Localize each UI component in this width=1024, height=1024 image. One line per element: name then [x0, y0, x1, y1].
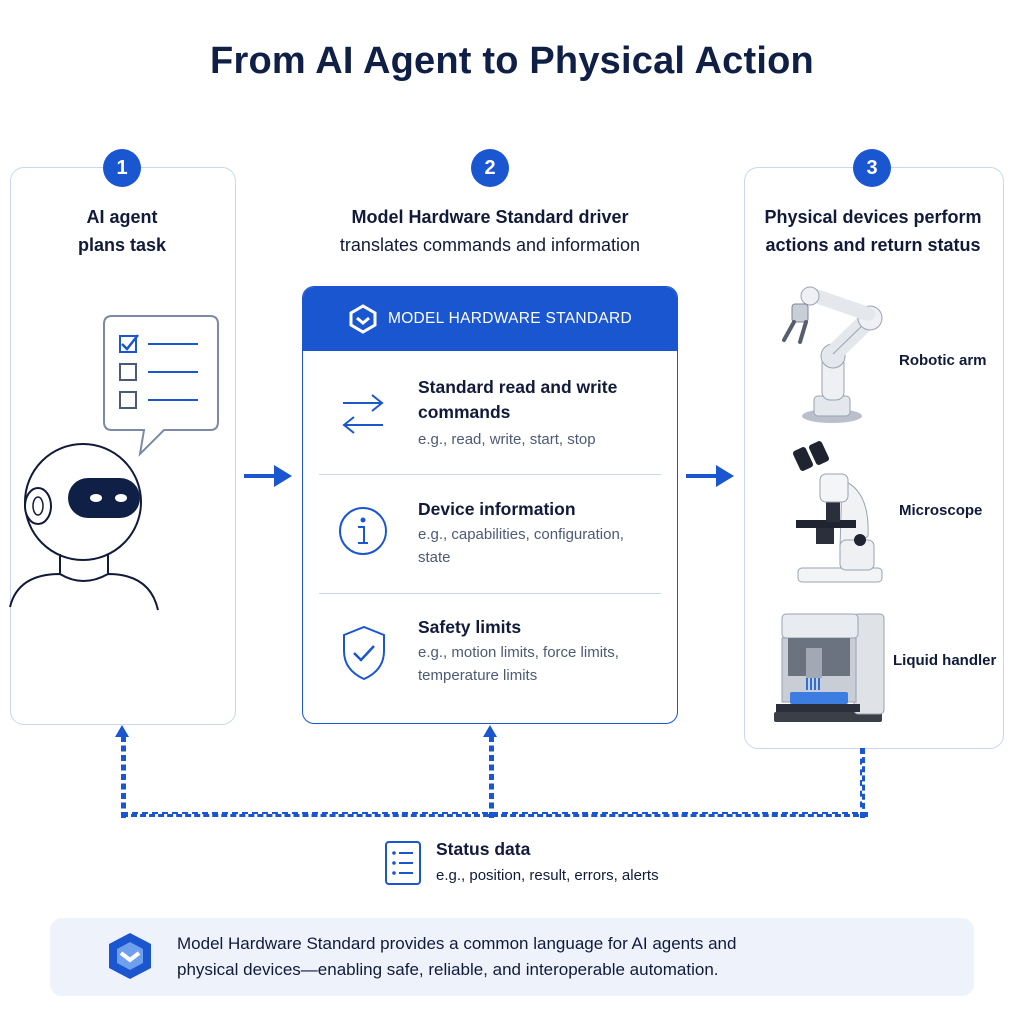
- card-header-label: MODEL HARDWARE STANDARD: [387, 310, 632, 327]
- row-device-info-sub-line1: e.g., capabilities, configuration,: [418, 526, 624, 543]
- step-1-line1: AI agent: [86, 207, 158, 227]
- row-commands-sub: e.g., read, write, start, stop: [418, 431, 596, 448]
- ai-agent-illustration: [9, 315, 219, 611]
- row-safety-title: Safety limits: [418, 617, 522, 637]
- shield-check-icon: [343, 625, 385, 681]
- step-2-line2: translates commands and information: [339, 235, 641, 255]
- step-3-line1: Physical devices perform: [764, 207, 982, 227]
- card-header: MODEL HARDWARE STANDARD: [303, 287, 677, 351]
- row-commands-title-line2: commands: [418, 402, 511, 422]
- row-commands: Standard read and write commands e.g., r…: [303, 351, 677, 475]
- mhs-logo-icon: [109, 933, 151, 979]
- summary-note-line1: Model Hardware Standard provides a commo…: [177, 934, 737, 953]
- row-commands-title: Standard read and write commands: [418, 375, 617, 425]
- row-safety-sub-line1: e.g., motion limits, force limits,: [418, 644, 619, 661]
- feedback-line-middle: [489, 736, 494, 818]
- status-sub: e.g., position, result, errors, alerts: [436, 867, 659, 884]
- row-safety-limits: Safety limits e.g., motion limits, force…: [303, 594, 677, 722]
- row-device-info-title: Device information: [418, 499, 576, 519]
- card-divider: [319, 474, 661, 475]
- status-title: Status data: [436, 839, 531, 859]
- step-2-title: Model Hardware Standard driver translate…: [280, 203, 700, 259]
- task-checklist-bubble-icon: [103, 315, 219, 457]
- step-3-line2: actions and return status: [765, 235, 981, 255]
- step-2-line1: Model Hardware Standard driver: [351, 207, 629, 227]
- feedback-line-left: [121, 736, 126, 818]
- robot-head-icon: [9, 443, 159, 611]
- arrow-right-icon: [244, 465, 292, 487]
- device-label-microscope: Microscope: [899, 502, 983, 519]
- step-1-line2: plans task: [77, 235, 167, 255]
- device-label-liquid-handler: Liquid handler: [893, 652, 997, 669]
- model-hardware-standard-card: MODEL HARDWARE STANDARD Standard read an…: [302, 286, 678, 724]
- row-safety-sub: e.g., motion limits, force limits, tempe…: [418, 641, 619, 687]
- arrow-right-icon: [686, 465, 734, 487]
- feedback-line-horizontal: [122, 812, 868, 817]
- robotic-arm-icon: [782, 286, 883, 423]
- mhs-logo-icon: [349, 304, 377, 334]
- arrow-up-icon: [115, 725, 129, 737]
- row-device-info-sub-line2: state: [418, 549, 451, 566]
- row-device-info-sub: e.g., capabilities, configuration, state: [418, 523, 624, 569]
- microscope-icon: [792, 441, 883, 583]
- card-divider: [319, 593, 661, 594]
- step-3-title: Physical devices perform actions and ret…: [744, 203, 1002, 259]
- step-1-title: AI agent plans task: [10, 203, 234, 259]
- arrow-up-icon: [483, 725, 497, 737]
- document-list-icon: [385, 841, 421, 885]
- agent-panel: [10, 167, 236, 725]
- step-number-2: 2: [471, 149, 509, 187]
- step-number-3: 3: [853, 149, 891, 187]
- arrows-exchange-icon: [342, 394, 384, 434]
- summary-note-line2: physical devices—enabling safe, reliable…: [177, 960, 719, 979]
- page-title: From AI Agent to Physical Action: [210, 40, 814, 82]
- summary-note-text: Model Hardware Standard provides a commo…: [177, 931, 736, 983]
- liquid-handler-icon: [774, 613, 885, 722]
- info-icon: [339, 507, 387, 555]
- device-label-robotic-arm: Robotic arm: [899, 352, 987, 369]
- step-number-1: 1: [103, 149, 141, 187]
- summary-note: [50, 918, 974, 996]
- feedback-line-right: [860, 748, 865, 818]
- row-commands-title-line1: Standard read and write: [418, 377, 618, 397]
- row-device-info: Device information e.g., capabilities, c…: [303, 475, 677, 593]
- row-safety-sub-line2: temperature limits: [418, 667, 538, 684]
